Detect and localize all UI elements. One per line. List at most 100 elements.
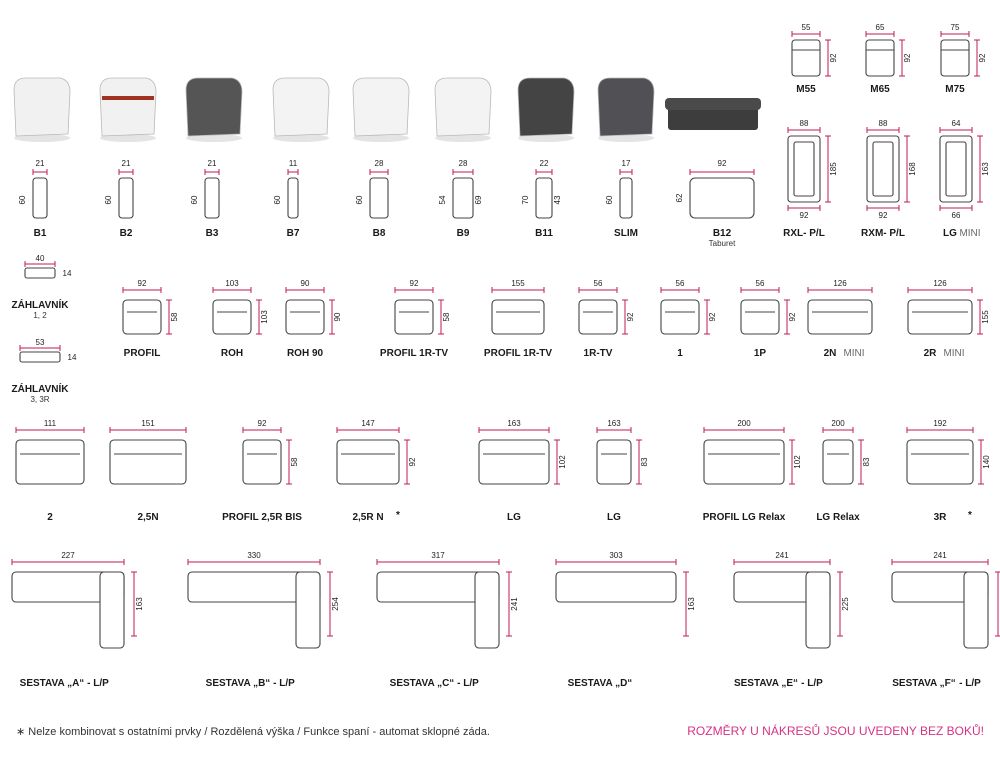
armrest-photo-b7 <box>272 77 330 142</box>
module-label: LG <box>507 512 521 523</box>
module-label: PROFIL 1R-TV <box>484 348 552 359</box>
height-label: 60 <box>605 195 614 204</box>
taburet-top <box>665 98 761 110</box>
dimension-label: 155 <box>511 279 525 288</box>
dimension-label: 92 <box>903 53 912 62</box>
photo-shadow <box>186 134 242 142</box>
module-label-mini: MINI <box>959 228 980 239</box>
dimension-label: 58 <box>442 312 451 321</box>
taburet-body <box>668 104 758 130</box>
armrest-body <box>13 77 71 137</box>
footer: ∗ Nelze kombinovat s ostatními prvky / R… <box>16 723 984 738</box>
armrest-outline <box>452 177 474 219</box>
module-label: 1 <box>677 348 683 359</box>
dimension-label: 102 <box>558 455 567 469</box>
dimension-label: 155 <box>981 310 990 324</box>
dimension-label: 21 <box>208 159 217 168</box>
dimension-label: 90 <box>301 279 310 288</box>
set-5: 241140SESTAVA „F“- L/P <box>891 551 1000 689</box>
set-label: SESTAVA „C“ <box>390 678 455 689</box>
photo-shadow <box>100 134 156 142</box>
set-chaise-outline <box>99 571 125 649</box>
dimension-label: 92 <box>708 312 717 321</box>
set-chaise-outline <box>295 571 321 649</box>
dimension-label: 40 <box>36 254 45 263</box>
asterisk-mark: * <box>396 510 400 521</box>
photo-shadow <box>435 134 491 142</box>
armrest-body <box>352 77 410 137</box>
dimension-label: 168 <box>908 162 917 176</box>
backrest-label: ZÁHLAVNÍK <box>11 298 69 311</box>
module-label: LG Relax <box>816 512 860 523</box>
dimension-label: 22 <box>540 159 549 168</box>
module-outline <box>791 39 821 77</box>
set-suffix: - L/P <box>273 678 295 689</box>
dimension-label: 83 <box>640 457 649 466</box>
armrest-outline <box>32 177 48 219</box>
module-label: PROFIL 1R-TV <box>380 348 448 359</box>
armrest-body <box>185 77 243 137</box>
dimension-label: 92 <box>410 279 419 288</box>
dimension-label: 102 <box>793 455 802 469</box>
module-label: B1 <box>34 228 47 239</box>
set-chaise-outline <box>474 571 500 649</box>
armrest-outline <box>619 177 633 219</box>
module-label: M75 <box>945 84 965 95</box>
photo-row <box>13 77 761 142</box>
dimension-label: 56 <box>594 279 603 288</box>
dimension-label: 317 <box>431 551 445 560</box>
dimension-label: 58 <box>170 312 179 321</box>
taburet-photo <box>665 98 761 130</box>
module-label: B7 <box>287 228 300 239</box>
set-label: SESTAVA „B“ <box>206 678 271 689</box>
module-label: B8 <box>373 228 386 239</box>
seat-outline <box>578 299 618 335</box>
dimension-label: 241 <box>775 551 789 560</box>
module-label: 2R <box>924 348 938 359</box>
armrest-photo-slim <box>597 77 655 142</box>
seat-outline <box>740 299 780 335</box>
seat-outline <box>822 439 854 485</box>
dimension-label: 88 <box>879 119 888 128</box>
dimension-label: 185 <box>829 162 838 176</box>
set-chaise-outline <box>805 571 831 649</box>
armrest-outline <box>118 177 134 219</box>
taburet-label: B12 <box>713 228 732 239</box>
set-label: SESTAVA „F“ <box>892 678 956 689</box>
armrest-photo-b1 <box>13 77 71 142</box>
module-label: ROH 90 <box>287 348 324 359</box>
seat-outline <box>793 141 815 197</box>
backrest-outline <box>19 351 61 363</box>
dimension-label: 21 <box>122 159 131 168</box>
armrest-body <box>434 77 492 137</box>
set-suffix: - L/P <box>457 678 479 689</box>
dimension-label: 126 <box>933 279 947 288</box>
set-suffix: - L/P <box>801 678 823 689</box>
module-label-mini: MINI <box>843 348 864 359</box>
dimension-label: 330 <box>247 551 261 560</box>
photo-shadow <box>598 134 654 142</box>
backrest-outline <box>24 267 56 279</box>
seat-outline <box>478 439 550 485</box>
dimension-label: 103 <box>225 279 239 288</box>
module-label: RXL- P/L <box>783 228 825 239</box>
module-label: 2 <box>47 512 53 523</box>
armrest-body <box>272 77 330 137</box>
module-label: 1R-TV <box>584 348 613 359</box>
